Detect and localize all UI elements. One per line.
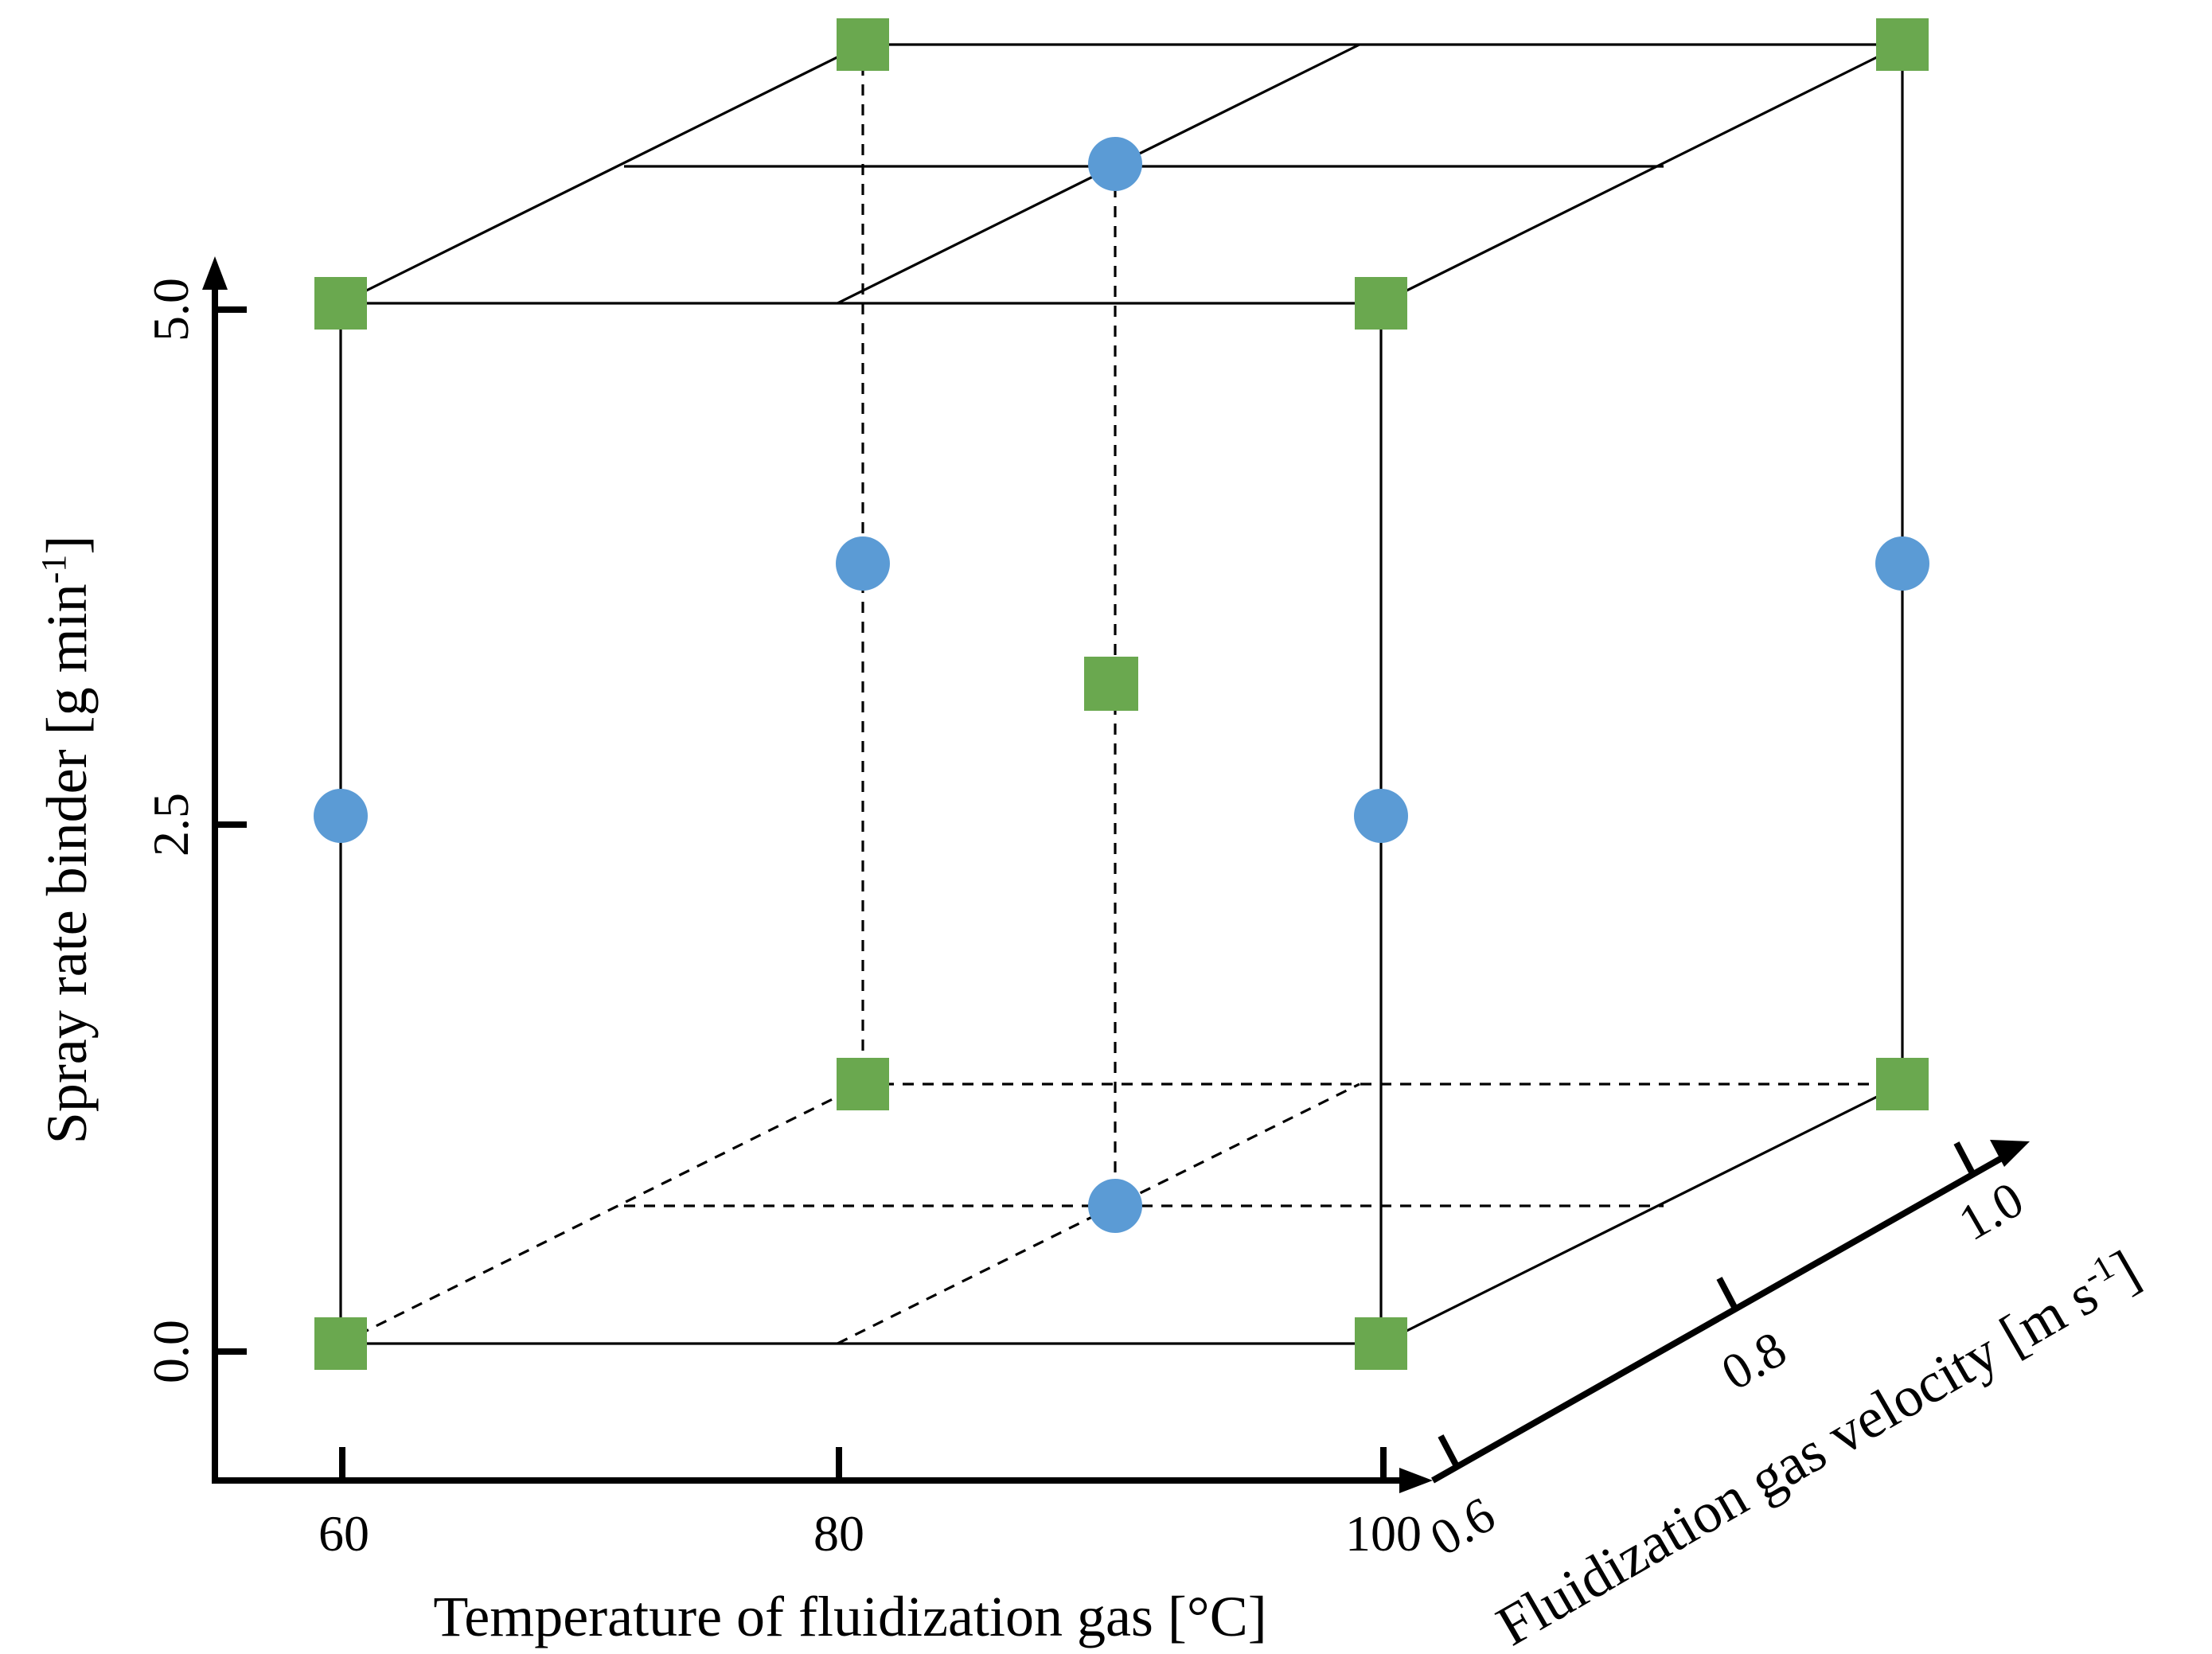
axial-point [1875, 536, 1929, 591]
factorial-point [1876, 1058, 1929, 1110]
z-axis-line [1431, 1153, 2007, 1484]
x-tick-label-80: 80 [813, 1505, 864, 1562]
factorial-point [1355, 1317, 1407, 1370]
z-tick-0-6 [1438, 1434, 1460, 1468]
z-tick-label-0-6: 0.6 [1421, 1486, 1504, 1566]
y-tick-label-5: 5.0 [142, 278, 199, 341]
edge-bottom-right-depth [1380, 1083, 1903, 1345]
z-tick-label-0-8: 0.8 [1712, 1320, 1796, 1401]
factorial-point [837, 18, 889, 71]
y-tick-label-0: 0.0 [142, 1320, 199, 1383]
x-axis-title: Temperature of fluidization gas [°C] [433, 1585, 1266, 1648]
z-tick-0-8 [1716, 1277, 1738, 1310]
factorial-point [314, 1317, 367, 1370]
z-axis: 0.6 0.8 1.0 Fluidization gas velocity [m… [1421, 1140, 2150, 1654]
axial-point [314, 789, 368, 843]
factorial-point [837, 1058, 889, 1110]
axial-point [1088, 137, 1142, 191]
y-tick-label-2-5: 2.5 [142, 793, 199, 856]
factorial-points [314, 18, 1929, 1370]
y-axis-title: Spray rate binder [g min-1] [34, 536, 99, 1144]
axial-point [1088, 1179, 1142, 1233]
factorial-point [1355, 277, 1407, 330]
y-axis: 0.0 2.5 5.0 Spray rate binder [g min-1] [34, 256, 247, 1482]
center-point [1084, 657, 1138, 711]
factorial-point [1876, 18, 1929, 71]
edge-bottom-left-depth [340, 1083, 864, 1345]
z-tick-1-0 [1953, 1141, 1976, 1175]
axial-points [314, 137, 1929, 1233]
axial-point [1354, 789, 1408, 843]
edge-top-right-depth [1380, 43, 1903, 305]
x-axis-arrowhead [1399, 1468, 1433, 1493]
grid-bottom-mid-x [837, 1083, 1360, 1345]
y-axis-arrowhead [202, 256, 228, 290]
z-axis-arrowhead [1990, 1140, 2030, 1167]
x-axis: 60 80 100 Temperature of fluidization ga… [212, 1447, 1433, 1648]
x-tick-label-60: 60 [318, 1505, 369, 1562]
z-axis-title: Fluidization gas velocity [m s-1] [1486, 1238, 2150, 1650]
x-tick-label-100: 100 [1345, 1505, 1422, 1562]
factorial-point [314, 277, 367, 330]
axial-point [836, 536, 890, 591]
edge-top-left-depth [340, 43, 864, 305]
